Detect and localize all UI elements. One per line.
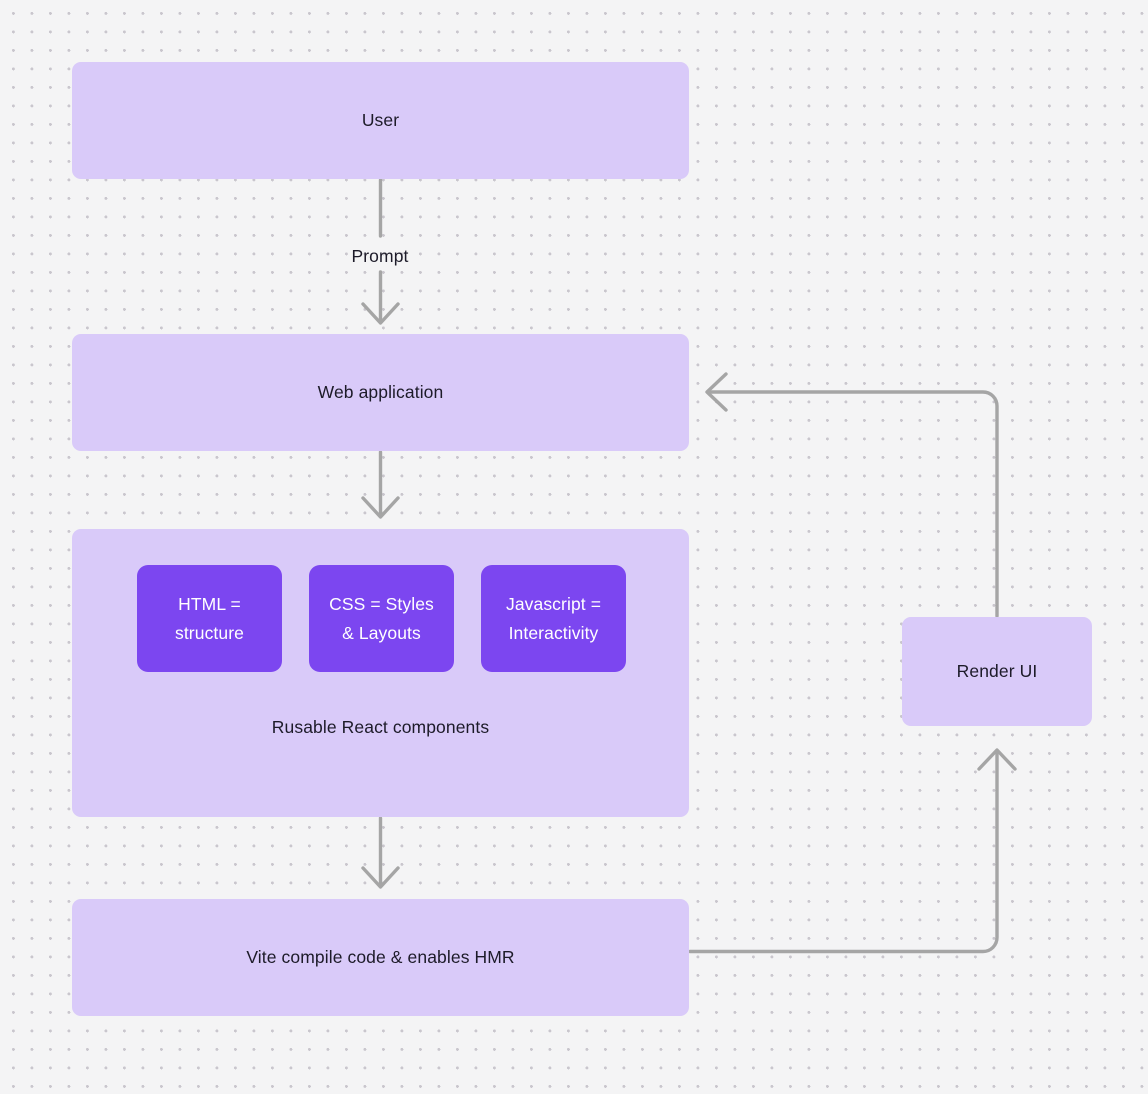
chip-html-line2: structure bbox=[175, 622, 244, 643]
edge-render-to-webapp-arrowhead bbox=[705, 372, 728, 412]
chip-javascript[interactable]: Javascript = Interactivity bbox=[481, 565, 626, 672]
node-render-ui-label: Render UI bbox=[956, 660, 1038, 681]
chip-javascript-line1: Javascript = bbox=[505, 593, 602, 614]
node-vite[interactable]: Vite compile code & enables HMR bbox=[72, 899, 689, 1016]
chip-html[interactable]: HTML = structure bbox=[137, 565, 282, 672]
node-web-application-label: Web application bbox=[317, 381, 444, 402]
node-web-application[interactable]: Web application bbox=[72, 334, 689, 451]
chip-javascript-line2: Interactivity bbox=[508, 622, 599, 643]
chip-html-line1: HTML = bbox=[178, 593, 241, 614]
chip-javascript-label: Javascript = Interactivity bbox=[506, 590, 601, 648]
node-user-label: User bbox=[361, 109, 400, 130]
chip-html-label: HTML = structure bbox=[175, 590, 244, 648]
node-render-ui[interactable]: Render UI bbox=[902, 617, 1092, 726]
chip-group: HTML = structure CSS = Styles & Layouts … bbox=[137, 565, 626, 672]
node-react-components-caption: Rusable React components bbox=[271, 717, 490, 737]
edge-vite-to-render-arrowhead bbox=[977, 748, 1017, 771]
edge-user-to-webapp-arrowhead bbox=[361, 302, 400, 325]
edge-vite-to-render-line bbox=[688, 750, 999, 954]
chip-css-line1: CSS = Styles bbox=[329, 593, 434, 614]
chip-css-label: CSS = Styles & Layouts bbox=[329, 590, 434, 648]
node-react-components[interactable]: HTML = structure CSS = Styles & Layouts … bbox=[72, 529, 689, 817]
edge-components-to-vite-arrowhead bbox=[361, 866, 400, 889]
chip-css-line2: & Layouts bbox=[342, 622, 421, 643]
chip-css[interactable]: CSS = Styles & Layouts bbox=[309, 565, 454, 672]
edge-label-prompt: Prompt bbox=[351, 246, 409, 266]
node-user[interactable]: User bbox=[72, 62, 689, 179]
node-vite-label: Vite compile code & enables HMR bbox=[246, 946, 515, 967]
edge-render-to-webapp-line bbox=[708, 390, 999, 618]
edge-webapp-to-components-arrowhead bbox=[361, 496, 400, 519]
